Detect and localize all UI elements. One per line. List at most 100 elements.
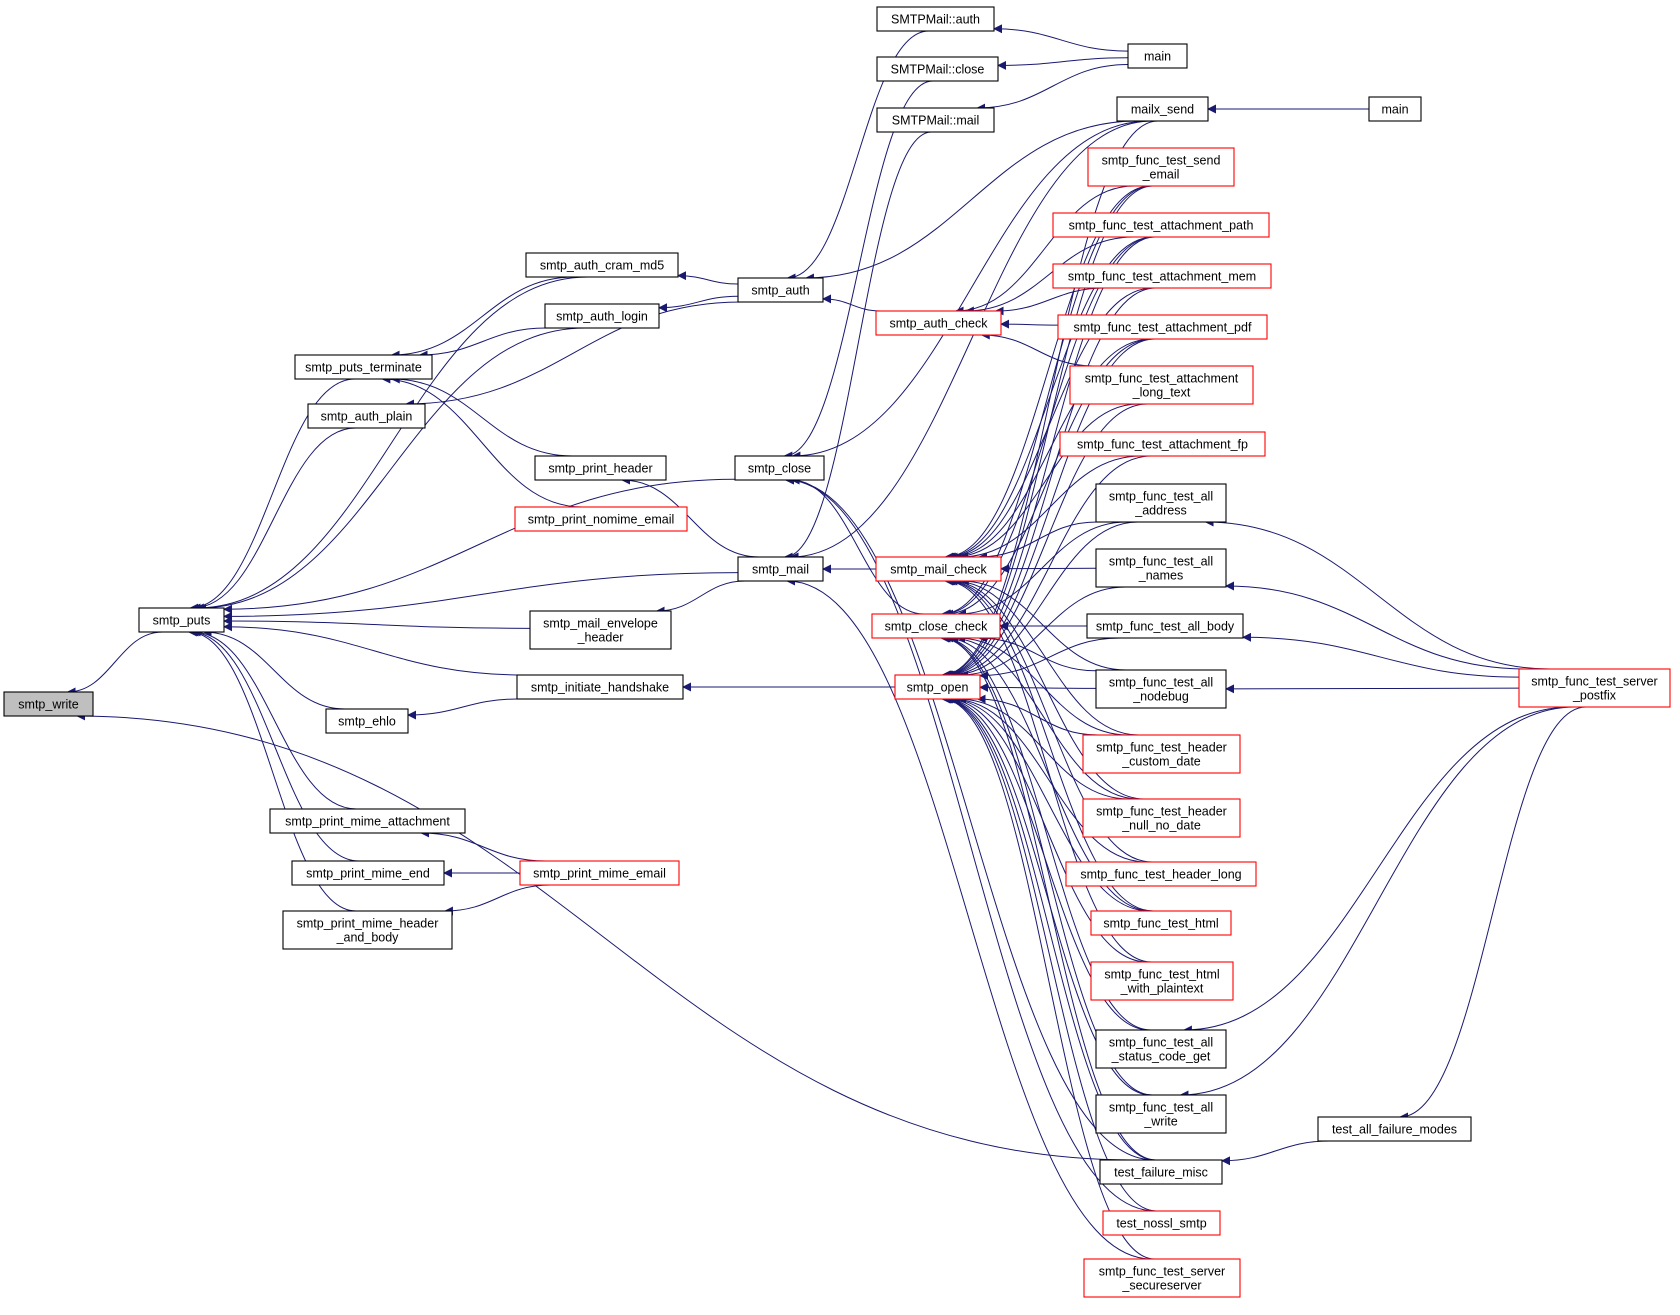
node-t-header-null-no-date[interactable]: smtp_func_test_header_null_no_date [1083, 799, 1240, 837]
edge-t_all_nodebug-to-smtp_open [980, 687, 1096, 688]
node-t-attachment-mem[interactable]: smtp_func_test_attachment_mem [1053, 264, 1271, 288]
node-label: _null_no_date [1121, 819, 1201, 833]
node-smtp-initiate-handshake[interactable]: smtp_initiate_handshake [517, 675, 683, 699]
edge-test_all_failure_modes-to-test_failure_misc [1222, 1141, 1329, 1161]
node-label: smtp_func_test_all_body [1096, 620, 1235, 634]
node-t-header-custom-date[interactable]: smtp_func_test_header_custom_date [1083, 735, 1240, 773]
edge-smtp_initiate_handshake-to-smtp_puts [224, 627, 525, 675]
node-label: smtp_ehlo [338, 715, 396, 729]
node-smtp-mail-envelope-header[interactable]: smtp_mail_envelope_header [530, 611, 671, 649]
node-smtp-close[interactable]: smtp_close [735, 456, 824, 480]
node-smtp-open[interactable]: smtp_open [895, 675, 980, 699]
node-label: _names [1138, 569, 1183, 583]
edge-smtpmail_mail-to-smtp_mail [785, 132, 932, 557]
node-smtp-print-mime-attachment[interactable]: smtp_print_mime_attachment [270, 809, 465, 833]
node-label: SMTPMail::mail [892, 114, 980, 128]
node-label: smtp_func_test_server [1531, 675, 1657, 689]
node-label: smtp_mail_envelope [543, 617, 658, 631]
node-smtp-auth-login[interactable]: smtp_auth_login [545, 304, 659, 328]
node-label: smtp_func_test_server [1099, 1265, 1225, 1279]
edge-smtp_mail-to-smtp_mail_envelope_header [657, 581, 746, 611]
node-smtp-auth[interactable]: smtp_auth [738, 278, 823, 302]
edge-smtp_print_mime_email-to-smtp_print_mime_header_and_body [445, 885, 551, 911]
edge-t_server_postfix-to-t_all_names [1226, 586, 1526, 669]
edge-smtp_auth-to-smtp_auth_cram_md5 [678, 276, 738, 284]
node-t-server-postfix[interactable]: smtp_func_test_server_postfix [1519, 669, 1670, 707]
node-smtp-print-mime-header-and-body[interactable]: smtp_print_mime_header_and_body [283, 911, 452, 949]
node-t-attachment-path[interactable]: smtp_func_test_attachment_path [1053, 213, 1269, 237]
node-label: smtp_func_test_attachment_fp [1077, 438, 1248, 452]
node-test-nossl-smtp[interactable]: test_nossl_smtp [1103, 1211, 1220, 1235]
node-mailx-send[interactable]: mailx_send [1117, 97, 1208, 121]
node-t-attachment-fp[interactable]: smtp_func_test_attachment_fp [1060, 432, 1265, 456]
node-t-send-email[interactable]: smtp_func_test_send_email [1088, 148, 1234, 186]
node-label: _header [577, 631, 624, 645]
node-label: smtp_close [748, 462, 811, 476]
node-t-all-address[interactable]: smtp_func_test_all_address [1096, 484, 1226, 522]
node-label: smtp_func_test_attachment_pdf [1074, 321, 1252, 335]
node-label: smtp_func_test_html [1104, 968, 1219, 982]
node-t-html-with-plaintext[interactable]: smtp_func_test_html_with_plaintext [1091, 962, 1233, 1000]
node-label: smtp_auth [751, 284, 809, 298]
edge-main_a-to-smtpmail_close [998, 58, 1128, 66]
edges-layer [68, 29, 1586, 1259]
node-t-attachment-long-text[interactable]: smtp_func_test_attachment_long_text [1070, 366, 1253, 404]
node-smtp-puts[interactable]: smtp_puts [139, 608, 224, 632]
node-smtp-print-mime-email[interactable]: smtp_print_mime_email [520, 861, 679, 885]
edge-smtp_auth_cram_md5-to-smtp_puts [196, 277, 588, 608]
node-smtp-ehlo[interactable]: smtp_ehlo [326, 709, 408, 733]
node-smtp-auth-cram-md5[interactable]: smtp_auth_cram_md5 [526, 253, 678, 277]
node-smtp-mail-check[interactable]: smtp_mail_check [876, 557, 1001, 581]
node-t-all-body[interactable]: smtp_func_test_all_body [1087, 614, 1243, 638]
node-label: main [1381, 103, 1408, 117]
node-test-failure-misc[interactable]: test_failure_misc [1100, 1160, 1222, 1184]
node-smtpmail-auth[interactable]: SMTPMail::auth [877, 7, 994, 31]
node-t-server-secureserver[interactable]: smtp_func_test_server_secureserver [1084, 1259, 1240, 1297]
node-label: smtp_auth_check [890, 317, 989, 331]
node-main-a[interactable]: main [1128, 44, 1187, 68]
edge-smtp_mail-to-smtp_puts [224, 573, 738, 617]
node-label: smtp_print_mime_end [306, 867, 430, 881]
node-smtp-auth-plain[interactable]: smtp_auth_plain [308, 404, 425, 428]
node-t-all-nodebug[interactable]: smtp_func_test_all_nodebug [1096, 670, 1226, 708]
node-main-b[interactable]: main [1369, 97, 1421, 121]
edge-smtp_auth_check-to-smtp_auth [823, 299, 881, 311]
node-smtpmail-mail[interactable]: SMTPMail::mail [877, 108, 994, 132]
node-t-all-status-code-get[interactable]: smtp_func_test_all_status_code_get [1096, 1030, 1226, 1068]
edge-smtp_puts-to-smtp_write [68, 632, 163, 692]
node-t-header-long[interactable]: smtp_func_test_header_long [1066, 862, 1256, 886]
node-smtp-auth-check[interactable]: smtp_auth_check [876, 311, 1001, 335]
node-smtp-print-nomime-email[interactable]: smtp_print_nomime_email [515, 507, 687, 531]
node-smtp-mail[interactable]: smtp_mail [738, 557, 823, 581]
node-label: SMTPMail::auth [891, 13, 980, 27]
node-label: smtp_print_mime_attachment [285, 815, 450, 829]
node-t-all-write[interactable]: smtp_func_test_all_write [1096, 1095, 1226, 1133]
node-label: smtp_func_test_header [1096, 741, 1227, 755]
node-label: smtp_print_nomime_email [528, 513, 675, 527]
edge-smtp_initiate_handshake-to-smtp_ehlo [408, 699, 518, 715]
edge-smtp_print_mime_email-to-smtp_print_mime_attachment [421, 833, 546, 861]
node-label: test_nossl_smtp [1116, 1217, 1206, 1231]
node-smtpmail-close[interactable]: SMTPMail::close [877, 57, 998, 81]
node-smtp-print-mime-end[interactable]: smtp_print_mime_end [292, 861, 444, 885]
node-t-all-names[interactable]: smtp_func_test_all_names [1096, 549, 1226, 587]
node-label: smtp_puts [153, 614, 211, 628]
edge-smtp_auth_plain-to-smtp_puts [192, 428, 355, 608]
node-label: smtp_func_test_all [1109, 1101, 1213, 1115]
node-test-all-failure-modes[interactable]: test_all_failure_modes [1318, 1117, 1471, 1141]
node-t-html[interactable]: smtp_func_test_html [1091, 911, 1231, 935]
node-t-attachment-pdf[interactable]: smtp_func_test_attachment_pdf [1058, 315, 1267, 339]
node-label: smtp_func_test_html [1103, 917, 1218, 931]
edge-t_server_postfix-to-t_all_nodebug [1226, 688, 1519, 689]
node-smtp-print-header[interactable]: smtp_print_header [535, 456, 666, 480]
node-label: test_failure_misc [1114, 1166, 1208, 1180]
node-smtp-puts-terminate[interactable]: smtp_puts_terminate [295, 355, 432, 379]
node-smtp-close-check[interactable]: smtp_close_check [872, 614, 1000, 638]
node-label: smtp_func_test_attachment [1085, 372, 1239, 386]
node-label: smtp_print_header [548, 462, 652, 476]
node-label: test_all_failure_modes [1332, 1123, 1457, 1137]
node-label: smtp_open [907, 681, 969, 695]
node-label: smtp_func_test_header_long [1080, 868, 1241, 882]
node-smtp-write[interactable]: smtp_write [4, 692, 93, 716]
